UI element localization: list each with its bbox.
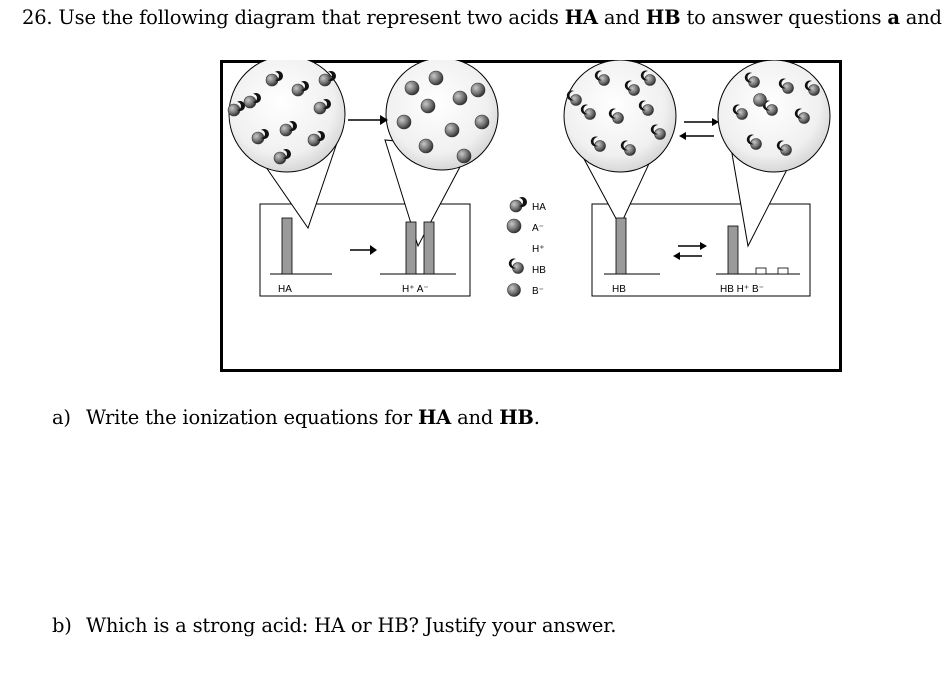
part-a-period: .	[533, 406, 540, 429]
part-a-ha: HA	[417, 406, 452, 429]
question-number: 26.	[22, 6, 53, 29]
legend-b-minus: B⁻	[532, 286, 544, 297]
legend-ha: HA	[532, 202, 546, 213]
part-a: a)Write the ionization equations for HA …	[52, 406, 540, 429]
hb-label: HB	[612, 284, 626, 295]
part-a-hb: HB	[499, 406, 534, 429]
hb-bar-bminus	[777, 267, 789, 275]
ha-bar-before	[281, 217, 293, 275]
prompt-and: and	[603, 6, 640, 29]
part-b-text: Which is a strong acid: HA or HB? Justif…	[86, 614, 617, 637]
part-a-label: a)	[52, 406, 71, 429]
legend: HA A⁻ H⁺ HB B⁻	[506, 196, 546, 297]
ha-label: HA	[278, 284, 292, 295]
prompt-ha: HA	[564, 6, 598, 29]
part-b-label: b)	[52, 614, 72, 637]
prompt-a: a	[887, 6, 900, 29]
hb-bar-hplus	[755, 267, 767, 275]
prompt-text-2: to answer questions	[686, 6, 882, 29]
hb-ions-label: HB H⁺ B⁻	[720, 284, 764, 295]
prompt-text: Use the following diagram that represent…	[58, 6, 559, 29]
ha-bar-hplus	[405, 221, 417, 275]
ha-ions-label: H⁺ A⁻	[402, 284, 429, 295]
hb-bar-after-hb	[727, 225, 739, 275]
panel-hb: HB HB H⁺ B⁻	[563, 60, 831, 297]
hb-graph-box	[591, 203, 811, 297]
legend-h-plus: H⁺	[532, 244, 545, 255]
part-b: b) Which is a strong acid: HA or HB? Just…	[52, 614, 616, 637]
legend-a-minus: A⁻	[532, 223, 544, 234]
part-a-text: Write the ionization equations for	[86, 406, 412, 429]
ha-graph-box	[259, 203, 471, 297]
prompt-hb: HB	[645, 6, 681, 29]
hb-bar-before	[615, 217, 627, 275]
question-prompt: 26. Use the following diagram that repre…	[22, 6, 948, 29]
panel-ha: HA H⁺ A⁻	[227, 60, 499, 297]
part-a-and: and	[457, 406, 494, 429]
prompt-and-2: and	[905, 6, 942, 29]
legend-hb: HB	[532, 265, 546, 276]
ha-bar-aminus	[423, 221, 435, 275]
acid-ionization-diagram: HA H⁺ A⁻ HA A⁻ H⁺ HB B⁻	[220, 60, 842, 372]
hb-after-balloon	[717, 60, 831, 173]
